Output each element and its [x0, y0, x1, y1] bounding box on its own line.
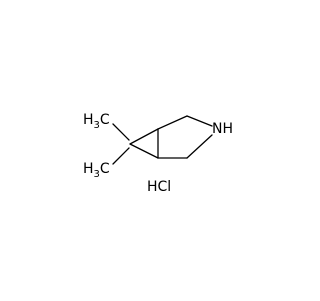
salt-label: HCl	[147, 179, 171, 195]
methyl-lower-label: H3C	[83, 161, 110, 180]
bond-c6-c1	[129, 128, 159, 145]
amine-label: NH	[212, 121, 233, 137]
bond-c1-c2	[157, 115, 188, 130]
bond-n3-c4	[186, 134, 213, 159]
bond-methyl-upper	[112, 123, 130, 141]
background	[0, 0, 301, 301]
bond-lines	[112, 115, 213, 165]
bond-methyl-lower	[112, 147, 130, 165]
methyl-upper-label: H3C	[83, 112, 110, 131]
bond-c2-n3	[186, 115, 213, 127]
bond-c6-c5	[129, 143, 159, 159]
chemical-structure: H3C H3C NH HCl	[0, 0, 301, 301]
